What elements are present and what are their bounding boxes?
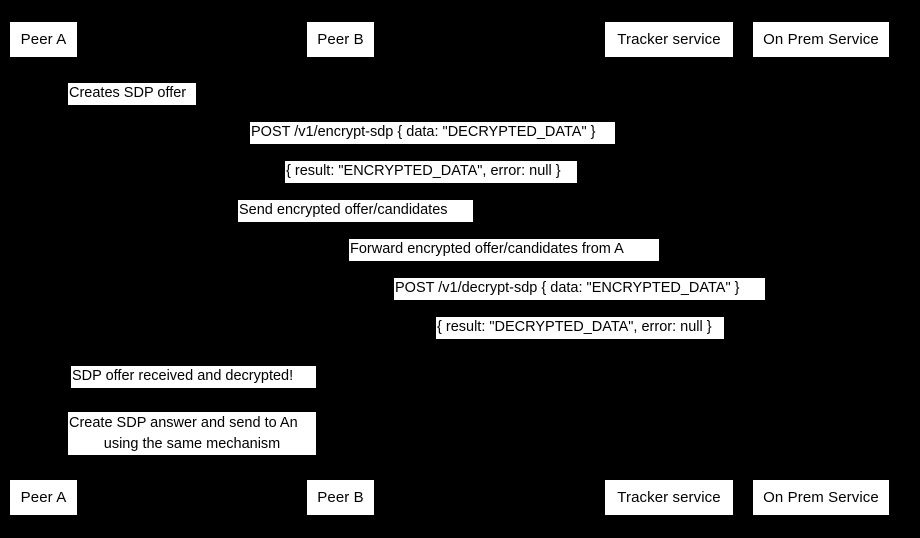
participant-box-peer-b-bottom[interactable]: Peer B [307, 480, 374, 515]
participant-box-tracker-service-top[interactable]: Tracker service [605, 22, 733, 57]
message-label-encrypt-sdp-result: { result: "ENCRYPTED_DATA", error: null … [285, 161, 577, 183]
participant-label: Peer A [20, 489, 67, 506]
note-line-2: using the same mechanism [103, 436, 281, 452]
note-create-sdp-answer: Create SDP answer and send to An using t… [68, 412, 316, 455]
message-text: SDP offer received and decrypted! [72, 368, 294, 384]
participant-label: Tracker service [617, 31, 721, 48]
participant-label: Peer B [317, 31, 364, 48]
message-text: { result: "DECRYPTED_DATA", error: null … [437, 319, 712, 335]
message-label-decrypt-sdp-result: { result: "DECRYPTED_DATA", error: null … [436, 317, 724, 339]
message-text: Forward encrypted offer/candidates from … [350, 241, 624, 257]
note-line-1: Create SDP answer and send to An [69, 415, 298, 431]
participant-box-peer-a-top[interactable]: Peer A [10, 22, 77, 57]
message-text: Creates SDP offer [69, 85, 187, 101]
message-label-post-encrypt-sdp: POST /v1/encrypt-sdp { data: "DECRYPTED_… [250, 122, 615, 144]
participant-label: Peer B [317, 489, 364, 506]
message-text: POST /v1/decrypt-sdp { data: "ENCRYPTED_… [395, 280, 740, 296]
message-label-send-encrypted-offer: Send encrypted offer/candidates [238, 200, 473, 222]
message-text: { result: "ENCRYPTED_DATA", error: null … [286, 163, 561, 179]
participant-label: On Prem Service [763, 31, 879, 48]
participant-box-on-prem-service-bottom[interactable]: On Prem Service [753, 480, 889, 515]
participant-label: Peer A [20, 31, 67, 48]
message-label-post-decrypt-sdp: POST /v1/decrypt-sdp { data: "ENCRYPTED_… [394, 278, 765, 300]
message-label-creates-sdp-offer: Creates SDP offer [68, 83, 196, 105]
participant-box-on-prem-service-top[interactable]: On Prem Service [753, 22, 889, 57]
participant-label: On Prem Service [763, 489, 879, 506]
participant-box-peer-b-top[interactable]: Peer B [307, 22, 374, 57]
participant-label: Tracker service [617, 489, 721, 506]
message-label-forward-encrypted-offer: Forward encrypted offer/candidates from … [349, 239, 659, 261]
message-text: POST /v1/encrypt-sdp { data: "DECRYPTED_… [251, 124, 596, 140]
message-text: Send encrypted offer/candidates [239, 202, 448, 218]
participant-box-peer-a-bottom[interactable]: Peer A [10, 480, 77, 515]
message-label-sdp-offer-received: SDP offer received and decrypted! [71, 366, 316, 388]
participant-box-tracker-service-bottom[interactable]: Tracker service [605, 480, 733, 515]
